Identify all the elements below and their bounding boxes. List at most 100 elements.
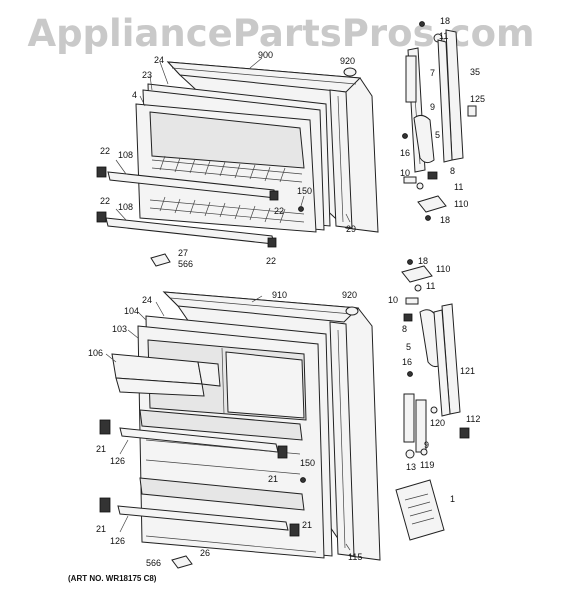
screw-18a bbox=[419, 21, 425, 27]
fresh-shelf-bar-lower bbox=[117, 505, 289, 531]
screw-150a bbox=[298, 206, 304, 212]
label-21d: 21 bbox=[302, 520, 313, 530]
label-920a: 920 bbox=[340, 56, 356, 66]
part-8a bbox=[427, 171, 438, 180]
screw-18b bbox=[425, 215, 431, 221]
label-24a: 24 bbox=[154, 55, 165, 65]
end-cap-22b bbox=[96, 211, 107, 223]
label-22a: 22 bbox=[100, 146, 111, 156]
hinge-110b bbox=[401, 265, 433, 283]
label-920b: 920 bbox=[342, 290, 358, 300]
screw-18c bbox=[407, 259, 413, 265]
part-120 bbox=[430, 406, 438, 414]
label-150b: 150 bbox=[300, 458, 316, 468]
label-22b: 22 bbox=[100, 196, 111, 206]
label-5a: 5 bbox=[435, 130, 441, 140]
part-10b bbox=[405, 297, 419, 305]
screw-16a bbox=[402, 133, 408, 139]
label-104: 104 bbox=[124, 306, 140, 316]
label-10a: 10 bbox=[400, 168, 411, 178]
label-121: 121 bbox=[460, 366, 476, 376]
fresh-gasket-side bbox=[329, 321, 355, 557]
label-16b: 16 bbox=[402, 357, 413, 367]
label-110a: 110 bbox=[454, 199, 469, 209]
label-24b: 24 bbox=[142, 295, 153, 305]
end-cap-21c bbox=[99, 497, 111, 513]
label-119: 119 bbox=[420, 460, 435, 470]
label-16a: 16 bbox=[400, 148, 411, 158]
label-11c: 11 bbox=[426, 281, 436, 291]
part-112 bbox=[459, 427, 470, 439]
label-8a: 8 bbox=[450, 166, 456, 176]
end-cap-21a bbox=[99, 419, 111, 435]
label-10b: 10 bbox=[388, 295, 399, 305]
part-125 bbox=[467, 105, 477, 117]
label-13: 13 bbox=[406, 462, 417, 472]
part-10a bbox=[403, 176, 417, 184]
end-cap-21d bbox=[289, 523, 300, 537]
freezer-door-assembly bbox=[96, 57, 379, 267]
part-8b bbox=[403, 313, 413, 322]
label-110b: 110 bbox=[436, 264, 451, 274]
manual-1 bbox=[395, 479, 445, 541]
label-566b: 566 bbox=[146, 558, 162, 568]
bracket-9a bbox=[405, 55, 417, 103]
label-900: 900 bbox=[258, 50, 274, 60]
label-108a: 108 bbox=[118, 150, 134, 160]
label-9b: 9 bbox=[424, 440, 430, 450]
freezer-gasket-side bbox=[329, 89, 353, 229]
end-cap-22c bbox=[269, 190, 279, 201]
label-126a: 126 bbox=[110, 456, 126, 466]
label-106: 106 bbox=[88, 348, 104, 358]
freezer-grill-lower bbox=[149, 196, 305, 224]
nut-11b bbox=[416, 182, 424, 190]
label-108b: 108 bbox=[118, 202, 134, 212]
label-910: 910 bbox=[272, 290, 288, 300]
label-115: 115 bbox=[348, 552, 363, 562]
fresh-food-door-assembly bbox=[99, 291, 381, 569]
label-11b: 11 bbox=[454, 182, 464, 192]
screw-16b bbox=[407, 371, 413, 377]
label-7: 7 bbox=[430, 68, 436, 78]
screw-150b bbox=[300, 477, 306, 483]
label-112: 112 bbox=[466, 414, 481, 424]
clip-26 bbox=[171, 555, 193, 569]
label-4: 4 bbox=[132, 90, 138, 100]
label-35: 35 bbox=[470, 67, 481, 77]
label-21a: 21 bbox=[96, 444, 107, 454]
label-125: 125 bbox=[470, 94, 486, 104]
upper-hinge-parts bbox=[402, 21, 477, 221]
lower-hinge-parts bbox=[395, 259, 470, 541]
art-number-caption: (ART NO. WR18175 C8) bbox=[68, 574, 157, 583]
end-cap-22a bbox=[96, 166, 107, 178]
label-126b: 126 bbox=[110, 536, 126, 546]
freezer-grill-upper bbox=[151, 155, 303, 183]
nut-11c bbox=[414, 284, 422, 292]
part-119 bbox=[420, 448, 428, 456]
end-cap-22d bbox=[267, 237, 277, 248]
label-8b: 8 bbox=[402, 324, 408, 334]
hinge-5a bbox=[413, 114, 435, 164]
clip-27 bbox=[150, 253, 171, 267]
label-120: 120 bbox=[430, 418, 446, 428]
label-29: 29 bbox=[346, 224, 357, 234]
label-26: 26 bbox=[200, 548, 211, 558]
plug-920b bbox=[345, 306, 359, 316]
label-27: 27 bbox=[178, 248, 189, 258]
part-13 bbox=[405, 449, 415, 459]
label-566a: 566 bbox=[178, 259, 194, 269]
label-23: 23 bbox=[142, 70, 153, 80]
label-1: 1 bbox=[450, 494, 456, 504]
label-150a: 150 bbox=[297, 186, 313, 196]
label-9a: 9 bbox=[430, 102, 436, 112]
label-18b: 18 bbox=[440, 215, 451, 225]
label-18a: 18 bbox=[440, 16, 451, 26]
label-103: 103 bbox=[112, 324, 128, 334]
label-22d: 22 bbox=[266, 256, 277, 266]
label-21c: 21 bbox=[96, 524, 107, 534]
label-18c: 18 bbox=[418, 256, 429, 266]
label-11a: 11 bbox=[439, 31, 449, 41]
label-22c: 22 bbox=[274, 206, 285, 216]
